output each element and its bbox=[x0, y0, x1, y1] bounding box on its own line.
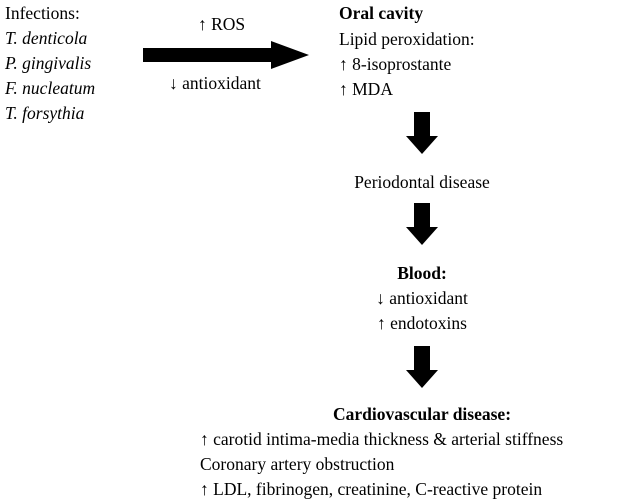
blood-title: Blood: bbox=[397, 263, 447, 283]
periodontal-to-blood-arrow bbox=[406, 203, 438, 245]
organism-f-nucleatum: F. nucleatum bbox=[5, 78, 96, 98]
antioxidant-decrease-label: ↓ antioxidant bbox=[169, 73, 261, 93]
lipid-peroxidation-label: Lipid peroxidation: bbox=[339, 29, 475, 49]
coronary-obstruction-line: Coronary artery obstruction bbox=[200, 454, 395, 474]
isoprostante-line: ↑ 8-isoprostante bbox=[339, 54, 452, 74]
blood-endotoxins-line: ↑ endotoxins bbox=[377, 313, 467, 333]
infection-to-oral-arrow bbox=[143, 41, 309, 69]
blood-antioxidant-line: ↓ antioxidant bbox=[376, 288, 468, 308]
infections-heading: Infections: bbox=[5, 3, 80, 23]
oral-cavity-title: Oral cavity bbox=[339, 3, 424, 23]
ros-increase-label: ↑ ROS bbox=[198, 14, 246, 34]
blood-to-cardiovascular-arrow bbox=[406, 346, 438, 388]
biomarkers-line: ↑ LDL, fibrinogen, creatinine, C-reactiv… bbox=[200, 479, 543, 499]
oral-to-periodontal-arrow bbox=[406, 112, 438, 154]
organism-p-gingivalis: P. gingivalis bbox=[5, 53, 92, 73]
mda-line: ↑ MDA bbox=[339, 79, 393, 99]
cardiovascular-title: Cardiovascular disease: bbox=[332, 404, 512, 424]
carotid-stiffness-line: ↑ carotid intima-media thickness & arter… bbox=[200, 429, 564, 449]
periodontal-disease-label: Periodontal disease bbox=[354, 172, 490, 192]
organism-t-denticola: T. denticola bbox=[5, 28, 88, 48]
organism-t-forsythia: T. forsythia bbox=[5, 103, 85, 123]
